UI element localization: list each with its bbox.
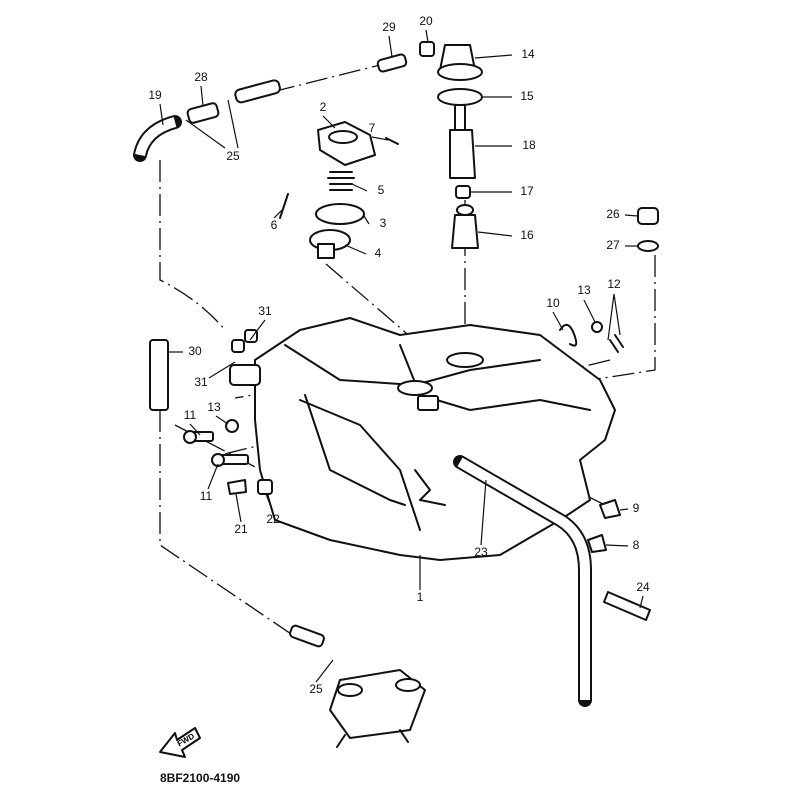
callout-labels: 29 20 14 15 18 17 16 28 19 25 2 7 5 3 6 … (148, 14, 650, 696)
callout-16: 16 (520, 228, 534, 242)
callout-11-lower: 11 (200, 489, 213, 503)
callout-31: 31 (258, 304, 272, 318)
callout-26: 26 (606, 207, 620, 221)
callout-29: 29 (382, 20, 396, 34)
callout-13: 13 (577, 283, 591, 297)
callout-2: 2 (320, 100, 327, 114)
fuel-cap-parts (279, 121, 399, 259)
callout-1: 1 (417, 590, 424, 604)
callout-4: 4 (375, 246, 382, 260)
callout-12: 12 (607, 277, 621, 291)
hoses (133, 41, 435, 648)
callout-23: 23 (474, 545, 488, 559)
callout-17: 17 (520, 184, 534, 198)
callout-15: 15 (520, 89, 534, 103)
callout-6: 6 (271, 218, 278, 232)
callout-22: 22 (266, 512, 280, 526)
callout-31-lower: 31 (194, 375, 208, 389)
callout-25-lower: 25 (309, 682, 323, 696)
callout-24: 24 (636, 580, 650, 594)
callout-5: 5 (378, 183, 385, 197)
callout-7: 7 (369, 121, 376, 135)
diagram-code: 8BF2100-4190 (160, 771, 240, 785)
callout-28: 28 (194, 70, 208, 84)
callout-14: 14 (521, 47, 535, 61)
filler-tube (453, 455, 592, 707)
callout-11: 11 (184, 408, 197, 422)
callout-18: 18 (522, 138, 536, 152)
fuel-sender-parts (437, 44, 483, 249)
callout-21: 21 (234, 522, 248, 536)
callout-9: 9 (633, 501, 640, 515)
callout-13-left: 13 (207, 400, 221, 414)
callout-20: 20 (419, 14, 433, 28)
callout-3: 3 (380, 216, 387, 230)
callout-19: 19 (148, 88, 162, 102)
callout-30: 30 (188, 344, 202, 358)
leader-lines (159, 29, 644, 683)
fuel-pump (329, 669, 426, 748)
callout-10: 10 (546, 296, 560, 310)
callout-8: 8 (633, 538, 640, 552)
callout-27: 27 (606, 238, 620, 252)
callout-25: 25 (226, 149, 240, 163)
fasteners (183, 207, 659, 621)
forward-arrow-icon: FWD (159, 727, 201, 758)
